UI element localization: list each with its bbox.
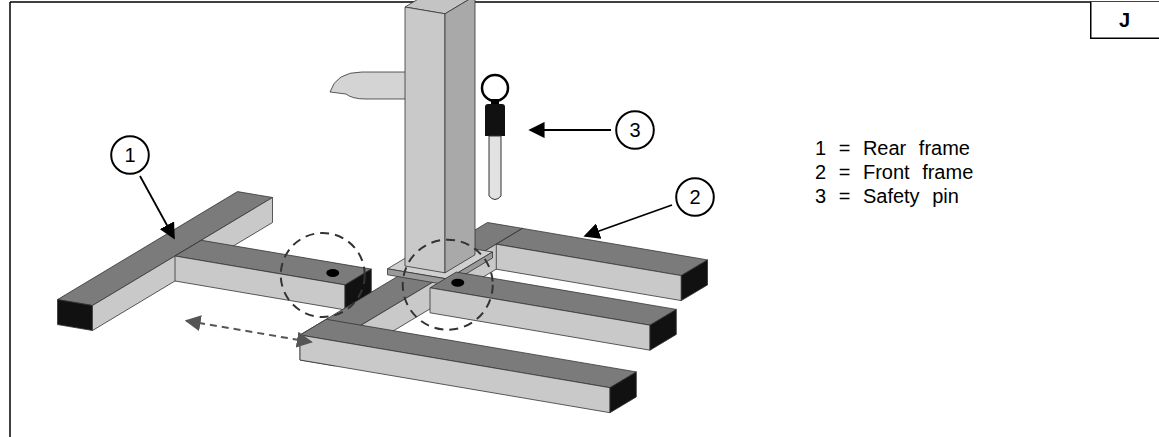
figure-border <box>10 1 1159 3</box>
column-hook <box>330 72 407 99</box>
callout-number: 2 <box>675 177 715 217</box>
front-frame-hole <box>451 279 464 287</box>
highlight-circle <box>403 240 493 330</box>
callout-number: 3 <box>615 110 655 150</box>
rear-frame-stem <box>175 240 371 310</box>
front-frame-middle-prong <box>430 272 676 350</box>
figure-border <box>9 2 11 437</box>
callout-number: 1 <box>110 135 150 175</box>
front-frame-front-bar <box>300 319 636 412</box>
highlight-circle <box>281 233 365 317</box>
callout-text: 2 <box>689 186 700 208</box>
stand-parts <box>58 0 708 413</box>
tag-text: J <box>1119 8 1130 32</box>
rear-frame-hole <box>326 269 339 277</box>
figure-tag: J <box>1090 2 1159 39</box>
legend-line: 2 = Front frame <box>815 160 973 184</box>
slide-arrow <box>186 321 311 342</box>
safety-pin <box>482 75 508 200</box>
callout-text: 1 <box>124 144 135 166</box>
legend-line: 1 = Rear frame <box>815 136 970 160</box>
callout-text: 3 <box>629 119 640 141</box>
leader-lines <box>140 130 672 238</box>
column-post <box>405 0 475 273</box>
legend-line: 3 = Safety pin <box>815 184 959 208</box>
